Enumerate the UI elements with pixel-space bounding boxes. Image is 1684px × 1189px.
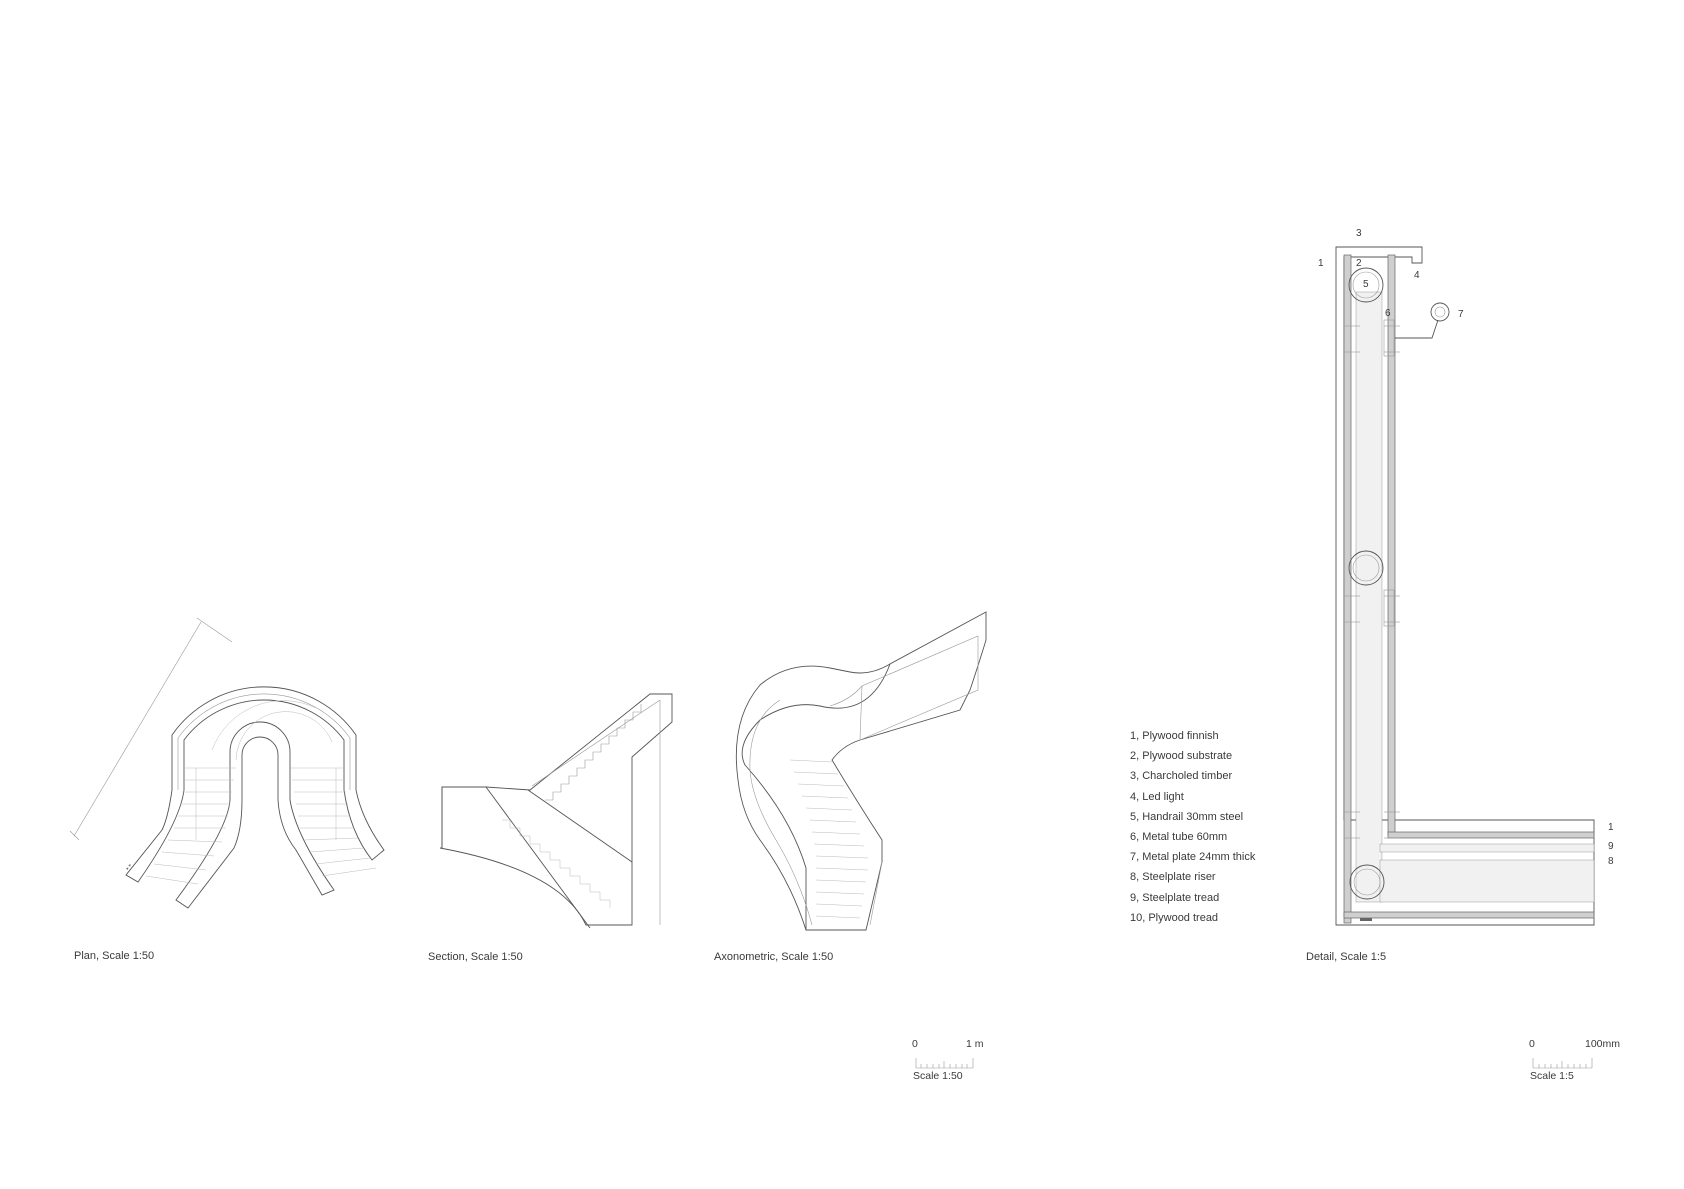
- scale-1-50-start: 0: [912, 1038, 918, 1050]
- callout-5: 5: [1363, 279, 1369, 290]
- callout-2: 2: [1356, 258, 1362, 269]
- plan-caption: Plan, Scale 1:50: [74, 950, 155, 962]
- legend-item: 1, Plywood finnish: [1130, 730, 1219, 742]
- scale-1-5-end: 100mm: [1585, 1038, 1621, 1050]
- legend-item: 7, Metal plate 24mm thick: [1130, 851, 1256, 864]
- legend-item: 8, Steelplate riser: [1130, 871, 1216, 884]
- scale-1-50-label: Scale 1:50: [913, 1070, 963, 1082]
- detail-caption: Detail, Scale 1:5: [1306, 951, 1387, 963]
- scale-bar-1-5-graphic: [1532, 1058, 1593, 1069]
- svg-text:▸ ▸: ▸ ▸: [125, 862, 134, 871]
- legend-item: 10, Plywood tread: [1130, 911, 1219, 924]
- section-drawing: [439, 693, 673, 929]
- callout-8: 8: [1608, 856, 1614, 867]
- legend-item: 9, Steelplate tread: [1130, 891, 1220, 904]
- legend-item: 2, Plywood substrate: [1130, 750, 1233, 763]
- section-caption: Section, Scale 1:50: [428, 951, 523, 963]
- plan-drawing: ▸ ▸: [69, 617, 385, 909]
- callout-4: 4: [1414, 270, 1420, 281]
- callout-9: 9: [1608, 841, 1614, 852]
- axonometric-caption: Axonometric, Scale 1:50: [714, 951, 834, 963]
- scale-bar-1-50-graphic: [915, 1058, 974, 1069]
- callout-6: 6: [1385, 308, 1391, 319]
- callout-3: 3: [1356, 228, 1362, 239]
- callout-7: 7: [1458, 309, 1464, 320]
- scale-1-50-end: 1 m: [966, 1038, 984, 1050]
- legend-item: 3, Charcholed timber: [1130, 770, 1233, 783]
- callout-1-bottom: 1: [1608, 822, 1614, 833]
- materials-legend: 1, Plywood finnish 2, Plywood substrate …: [1130, 726, 1255, 928]
- scale-1-5-label: Scale 1:5: [1530, 1070, 1574, 1082]
- detail-drawing: [1335, 246, 1595, 926]
- axonometric-drawing: [735, 611, 987, 931]
- legend-item: 6, Metal tube 60mm: [1130, 830, 1228, 843]
- scale-1-5-start: 0: [1529, 1038, 1535, 1050]
- legend-item: 4, Led light: [1130, 790, 1184, 803]
- callout-1-top: 1: [1318, 258, 1324, 269]
- legend-item: 5, Handrail 30mm steel: [1130, 810, 1244, 823]
